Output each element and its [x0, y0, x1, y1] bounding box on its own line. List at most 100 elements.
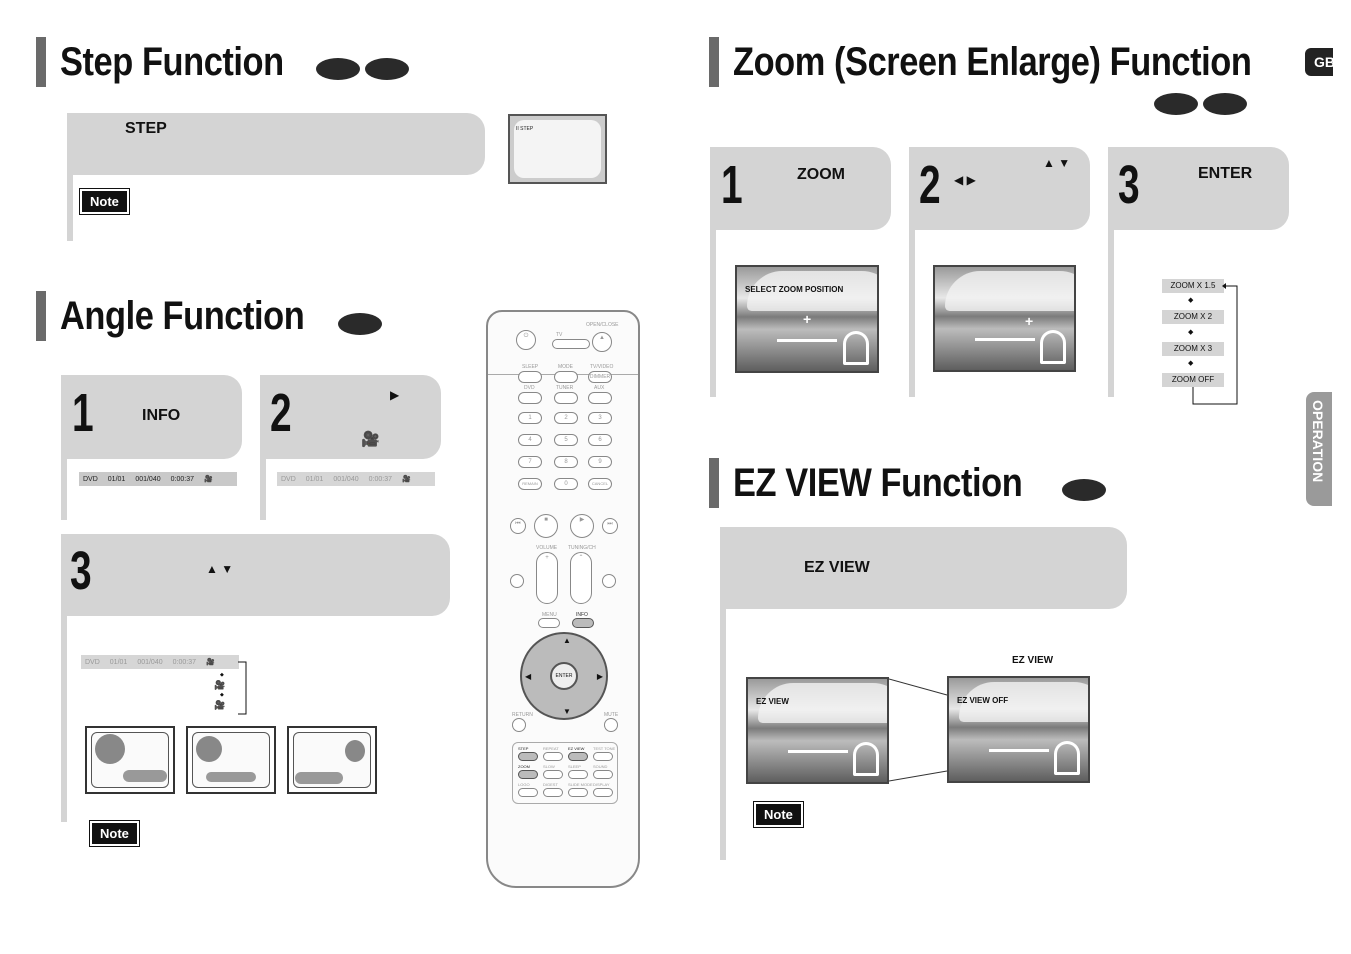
up-down-arrows-icon: ▲ ▼ — [206, 562, 234, 576]
zoom-step3-keyword: ENTER — [1198, 165, 1253, 182]
nav-down-icon: ▼ — [563, 707, 571, 716]
dimmer-button: DIMMER — [588, 371, 612, 383]
dvd-button — [518, 392, 542, 404]
dimmer-label: DIMMER — [589, 374, 611, 380]
pl2-effect-button — [602, 574, 616, 588]
function-button-block — [512, 742, 618, 804]
remote-function-button-8 — [593, 770, 613, 779]
zoom-step3-panel — [1108, 147, 1289, 230]
play-arrow-icon: ▶ — [390, 388, 400, 402]
remote-function-button-2 — [543, 752, 563, 761]
angle-osd-bar-1: DVD 01/01 001/040 0:00:37 🎥 — [79, 472, 237, 486]
zoom-level-off: ZOOM OFF — [1162, 373, 1224, 387]
zoom-step3-rail — [1108, 230, 1114, 397]
zoom-flow-arrow: ◆ — [1188, 360, 1194, 367]
angle-title: Angle Function — [60, 293, 305, 338]
zoom-section-heading: Zoom (Screen Enlarge) Function — [709, 37, 1336, 87]
zoom-step1-panel — [710, 147, 891, 230]
remote-function-label-3: EZ VIEW — [568, 746, 585, 751]
dvd-disc-icon — [1062, 479, 1106, 501]
ezview-keyword: EZ VIEW — [804, 559, 870, 576]
zoom-flow-arrow: ◆ — [1188, 329, 1194, 336]
remote-function-label-4: TEST TONE — [593, 746, 616, 751]
remote-function-button-4 — [593, 752, 613, 761]
up-down-arrows-icon: ▲ ▼ — [1043, 156, 1071, 170]
tuner-button — [554, 392, 578, 404]
angle-step1-panel — [61, 375, 242, 459]
play-pause-button: ▶ — [570, 514, 594, 538]
zoom-step1-rail — [710, 230, 716, 397]
ezview-panel — [720, 527, 1127, 609]
angle-osd-bar-2: DVD 01/01 001/040 0:00:37 🎥 — [277, 472, 435, 486]
angle-step1-keyword: INFO — [142, 407, 181, 424]
osd-title: 01/01 — [305, 475, 324, 483]
remote-function-button-11 — [568, 788, 588, 797]
zoom-level-2: ZOOM X 2 — [1162, 310, 1224, 324]
disc-icons-step — [316, 58, 414, 85]
step-screen-label: II STEP — [516, 126, 534, 132]
ezview-off-screen: EZ VIEW OFF — [947, 676, 1090, 783]
osd-disc: DVD — [85, 658, 100, 666]
ezview-rail — [720, 609, 726, 860]
open-close-label: OPEN/CLOSE — [586, 322, 619, 328]
disc-icons-angle — [338, 313, 387, 340]
angle-note-badge: Note — [89, 820, 140, 847]
sleep-button — [518, 371, 542, 383]
zoom-move-screen: + — [933, 265, 1076, 372]
aux-label: AUX — [594, 385, 605, 391]
ezview-on-screen: EZ VIEW — [746, 677, 889, 784]
operation-side-tab: OPERATION — [1306, 392, 1332, 506]
return-label: RETURN — [512, 712, 533, 718]
aux-button — [588, 392, 612, 404]
mode-label: MODE — [558, 364, 573, 370]
osd-chapter: 001/040 — [137, 658, 163, 666]
vcd-disc-icon — [365, 58, 409, 80]
osd-title: 01/01 — [109, 658, 128, 666]
zoom-flow-arrow: ◆ — [1188, 297, 1194, 304]
sleep-label: SLEEP — [522, 364, 539, 370]
zoom-level-3: ZOOM X 3 — [1162, 342, 1224, 356]
info-label: INFO — [576, 612, 588, 618]
nav-left-icon: ◀ — [525, 672, 532, 681]
return-button — [512, 718, 526, 732]
language-tab: GB — [1305, 48, 1333, 76]
tuner-label: TUNER — [556, 385, 574, 391]
angle-step3-panel — [61, 534, 450, 616]
left-right-arrows-icon: ◀ ▶ — [954, 173, 976, 187]
menu-button — [538, 618, 560, 628]
remote-function-button-12 — [593, 788, 613, 797]
angle-step1-number: 1 — [72, 383, 94, 443]
volume-rocker: + — [536, 552, 558, 604]
remote-key-8: 8 — [554, 456, 578, 468]
zoom-select-screen: SELECT ZOOM POSITION + — [735, 265, 879, 373]
dvd-disc-icon — [1154, 93, 1198, 115]
skip-back-button: ⏮ — [510, 518, 526, 534]
menu-label: MENU — [542, 612, 557, 618]
remote-key-9: 9 — [588, 456, 612, 468]
remote-function-label-2: REPEAT — [543, 746, 559, 751]
zoom-step3-number: 3 — [1118, 155, 1140, 215]
osd-chapter: 001/040 — [333, 475, 359, 483]
angle-step2-number: 2 — [270, 383, 292, 443]
remote-key-6: 6 — [588, 434, 612, 446]
remote-function-label-7: SLEEP — [568, 764, 581, 769]
camera-icon: 🎥 — [205, 659, 215, 666]
remote-key-3: 3 — [588, 412, 612, 424]
info-button — [572, 618, 594, 628]
zoom-step2-panel — [909, 147, 1090, 230]
ezview-section-heading: EZ VIEW Function — [709, 458, 1069, 508]
angle-cycle-loop — [238, 661, 247, 715]
step-tv-screen: II STEP — [508, 114, 607, 184]
osd-title: 01/01 — [107, 475, 126, 483]
osd-chapter: 001/040 — [135, 475, 161, 483]
remote-key-2: 2 — [554, 412, 578, 424]
navigation-ring: ▲ ▼ ◀ ▶ ENTER — [520, 632, 608, 720]
skip-forward-button: ⏭ — [602, 518, 618, 534]
step-rail — [67, 175, 73, 241]
stop-button: ■ — [534, 514, 558, 538]
remote-function-label-12: DISPLAY — [593, 782, 610, 787]
remote-key-10: REMAIN — [518, 478, 542, 490]
zoom-title: Zoom (Screen Enlarge) Function — [733, 39, 1252, 84]
angle-view-thumb-1 — [85, 726, 175, 794]
crosshair-icon: + — [1025, 313, 1034, 329]
